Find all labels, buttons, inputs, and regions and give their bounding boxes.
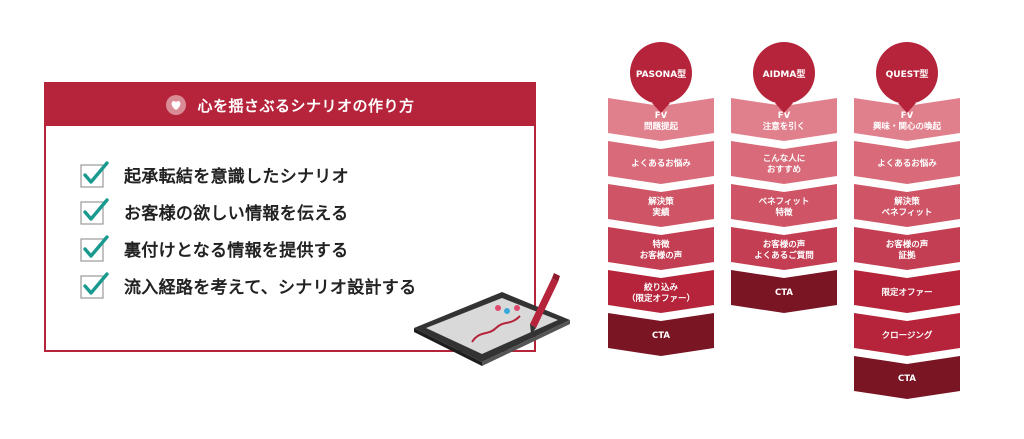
step: 限定オファー	[854, 270, 960, 313]
check-item: 裏付けとなる情報を提供する	[80, 228, 416, 268]
checkmark-icon	[80, 272, 109, 299]
step: お客様の声 証拠	[854, 227, 960, 270]
step: CTA	[731, 270, 837, 313]
step-label: こんな人に おすすめ	[762, 153, 806, 175]
step: 絞り込み （限定オファー）	[608, 270, 714, 313]
step-label: 特徴 お客様の声	[639, 239, 683, 261]
check-item-label: 起承転結を意識したシナリオ	[124, 166, 349, 187]
heart-icon	[166, 95, 187, 115]
step: ベネフィット 特徴	[731, 184, 837, 227]
step: よくあるお悩み	[854, 141, 960, 184]
step: CTA	[608, 313, 714, 356]
step: 解決策 実績	[608, 184, 714, 227]
check-item-label: 裏付けとなる情報を提供する	[124, 240, 349, 261]
check-item: 流入経路を考えて、シナリオ設計する	[80, 265, 416, 305]
step-label: 絞り込み （限定オファー）	[626, 282, 695, 304]
column-pasona: PASONA型 FV 問題提起 よくあるお悩み 解決策 実績 特徴 お客様の声 …	[608, 42, 714, 356]
check-item: 起承転結を意識したシナリオ	[80, 154, 416, 194]
check-item-label: 流入経路を考えて、シナリオ設計する	[124, 277, 417, 298]
step-label: ベネフィット 特徴	[758, 196, 810, 218]
step-label: 解決策 実績	[648, 196, 674, 218]
column-header: QUEST型	[876, 42, 938, 104]
column-quest: QUEST型 FV 興味・関心の喚起 よくあるお悩み 解決策 ベネフィット お客…	[854, 42, 960, 399]
step-label: 解決策 ベネフィット	[881, 196, 933, 218]
step-label: CTA	[775, 288, 793, 299]
tablet-with-pen-icon	[414, 273, 570, 366]
step-label: FV 問題提起	[643, 110, 678, 132]
step: 解決策 ベネフィット	[854, 184, 960, 227]
step: こんな人に おすすめ	[731, 141, 837, 184]
step-label: お客様の声 証拠	[885, 239, 929, 261]
column-header: PASONA型	[630, 42, 692, 104]
steps: FV 注意を引く こんな人に おすすめ ベネフィット 特徴 お客様の声 よくある…	[731, 98, 837, 313]
step: 特徴 お客様の声	[608, 227, 714, 270]
checkmark-icon	[80, 235, 109, 262]
column-aidma: AIDMA型 FV 注意を引く こんな人に おすすめ ベネフィット 特徴 お客様…	[731, 42, 837, 313]
check-item: お客様の欲しい情報を伝える	[80, 191, 416, 231]
step-label: よくあるお悩み	[877, 159, 937, 170]
checkmark-icon	[80, 161, 109, 188]
step-label: FV 興味・関心の喚起	[872, 110, 941, 132]
step-label: CTA	[652, 331, 670, 342]
step: お客様の声 よくあるご質問	[731, 227, 837, 270]
step-label: お客様の声 よくあるご質問	[754, 239, 814, 261]
step-label: よくあるお悩み	[631, 159, 691, 170]
step: クロージング	[854, 313, 960, 356]
step-label: クロージング	[881, 331, 933, 342]
column-title: AIDMA型	[762, 69, 806, 80]
check-item-label: お客様の欲しい情報を伝える	[124, 203, 349, 224]
step-label: 限定オファー	[881, 288, 933, 299]
steps: FV 興味・関心の喚起 よくあるお悩み 解決策 ベネフィット お客様の声 証拠 …	[854, 98, 960, 399]
column-header: AIDMA型	[753, 42, 815, 104]
column-title: QUEST型	[885, 69, 929, 80]
card-title: 心を揺さぶるシナリオの作り方	[197, 96, 415, 115]
step-label: FV 注意を引く	[762, 110, 806, 132]
card-header: 心を揺さぶるシナリオの作り方	[46, 84, 534, 126]
checklist: 起承転結を意識したシナリオ お客様の欲しい情報を伝える 裏付けとなる情報を提供す…	[80, 154, 416, 302]
checkmark-icon	[80, 198, 109, 225]
step: CTA	[854, 356, 960, 399]
step-label: CTA	[898, 374, 916, 385]
step: よくあるお悩み	[608, 141, 714, 184]
scenario-card: 心を揺さぶるシナリオの作り方 起承転結を意識したシナリオ お客様の欲しい情報を伝…	[44, 82, 536, 352]
column-title: PASONA型	[635, 69, 687, 80]
steps: FV 問題提起 よくあるお悩み 解決策 実績 特徴 お客様の声 絞り込み （限定…	[608, 98, 714, 356]
